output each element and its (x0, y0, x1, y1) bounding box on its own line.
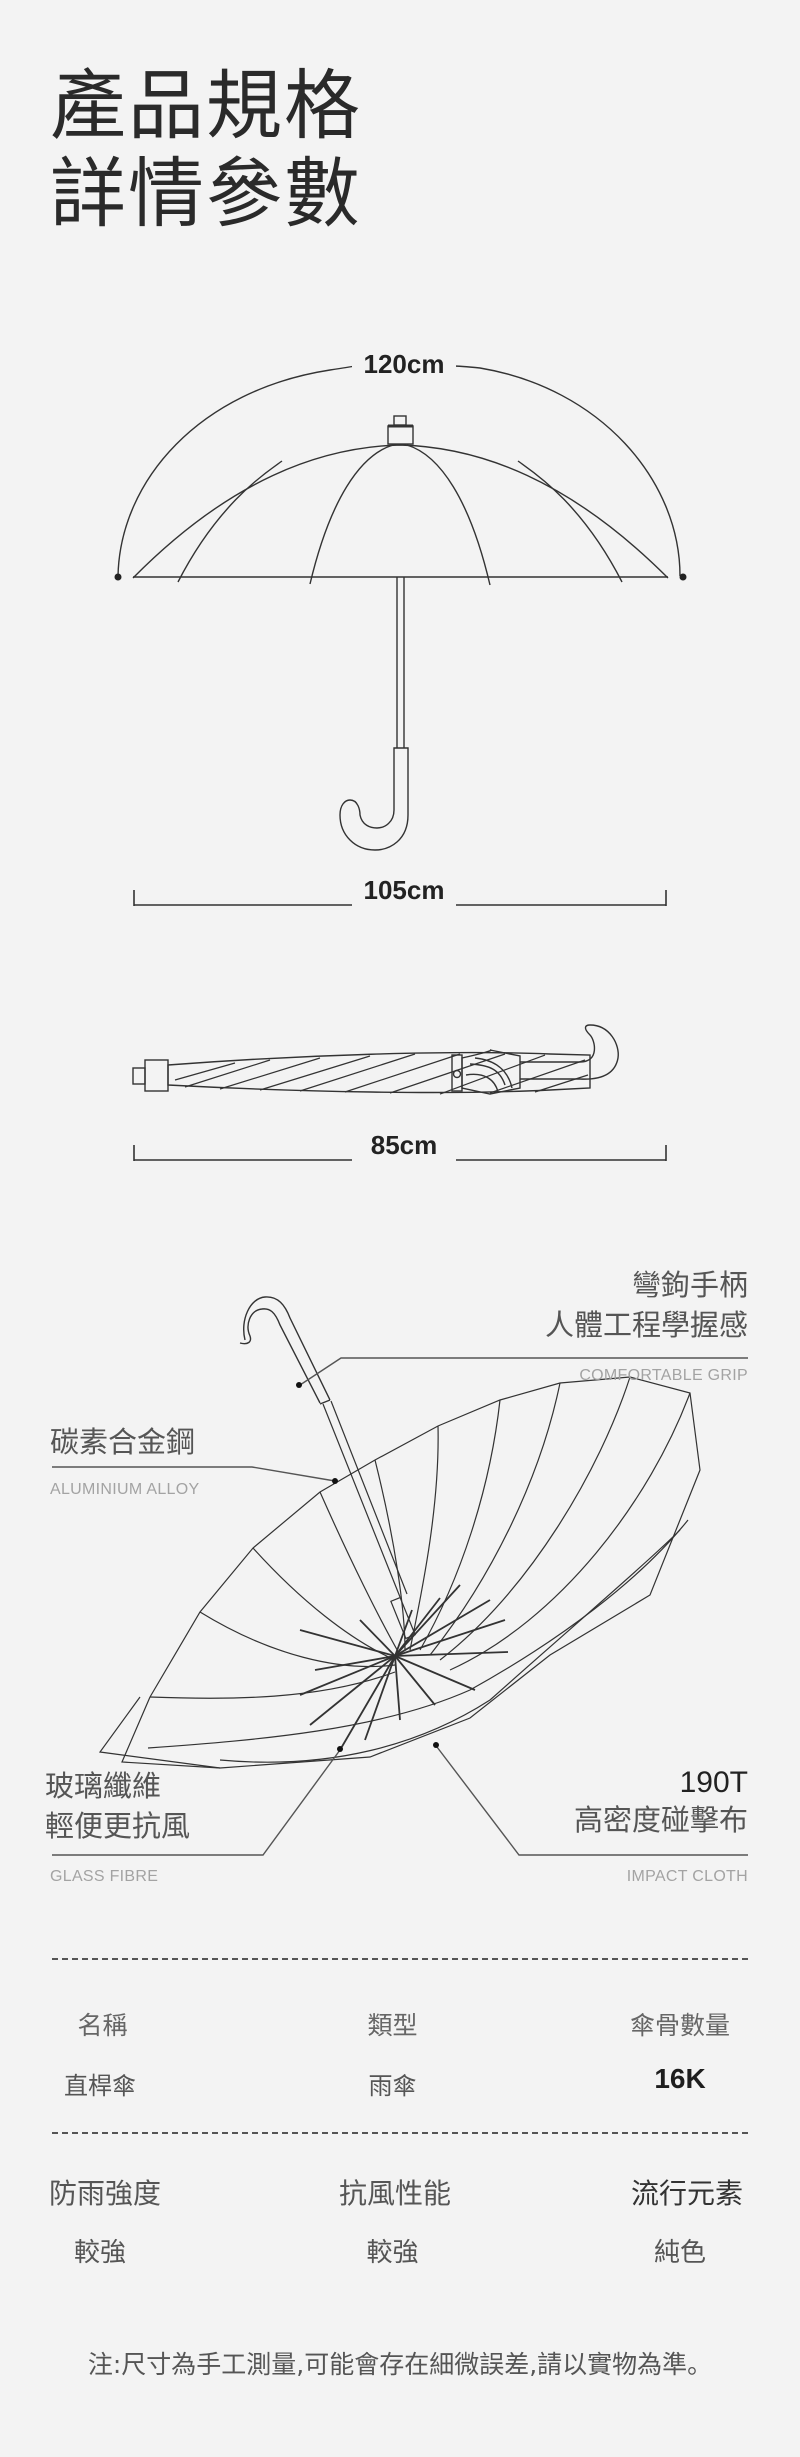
divider-top (52, 1958, 748, 1960)
spec-header-waterproof: 防雨強度 (48, 2177, 161, 2210)
cloth-english: IMPACT CLOTH (626, 1868, 748, 1885)
cloth-density: 190T (679, 1766, 748, 1799)
open-length-label: 105cm (352, 875, 456, 906)
shaft-english: ALUMINIUM ALLOY (50, 1481, 200, 1498)
measurement-note: 注:尺寸為手工測量,可能會存在細微誤差,請以實物為準。 (87, 2350, 713, 2379)
callout-grip: 彎鉤手柄 人體工程學握感 (545, 1265, 748, 1345)
spec-value-waterproof: 較強 (73, 2238, 126, 2268)
spec-header-windproof: 抗風性能 (338, 2177, 451, 2210)
cloth-title: 高密度碰擊布 (573, 1803, 748, 1837)
spec-value-style: 純色 (653, 2238, 706, 2268)
divider-bottom (52, 2132, 748, 2134)
spec-header-ribs: 傘骨數量 (629, 2011, 730, 2040)
page-title: 產品規格 詳情參數 (50, 62, 362, 238)
spec-header-style: 流行元素 (630, 2177, 743, 2210)
ribs-english: GLASS FIBRE (50, 1868, 159, 1885)
canopy-diameter-label: 120cm (352, 349, 456, 380)
ribs-title: 玻璃纖維 (45, 1769, 162, 1803)
spec-header-type: 類型 (367, 2011, 418, 2040)
shaft-title: 碳素合金鋼 (50, 1425, 196, 1459)
callout-ribs: 玻璃纖維 輕便更抗風 (45, 1766, 190, 1846)
grip-title: 彎鉤手柄 (631, 1268, 748, 1302)
spec-value-name: 直桿傘 (64, 2072, 136, 2100)
spec-value-ribs: 16K (654, 2063, 706, 2094)
spec-value-windproof: 較強 (366, 2238, 419, 2268)
inverted-umbrella-illustration (52, 1296, 748, 1856)
ribs-subtitle: 輕便更抗風 (45, 1809, 191, 1843)
title-line-2: 詳情參數 (50, 149, 362, 238)
spec-header-name: 名稱 (77, 2011, 128, 2040)
grip-subtitle: 人體工程學握感 (544, 1308, 748, 1342)
title-line-1: 產品規格 (50, 61, 362, 150)
spec-value-type: 雨傘 (368, 2072, 417, 2100)
grip-english: COMFORTABLE GRIP (579, 1367, 748, 1384)
closed-length-label: 85cm (352, 1130, 456, 1161)
callout-cloth: 190T 高密度碰擊布 (574, 1766, 748, 1840)
